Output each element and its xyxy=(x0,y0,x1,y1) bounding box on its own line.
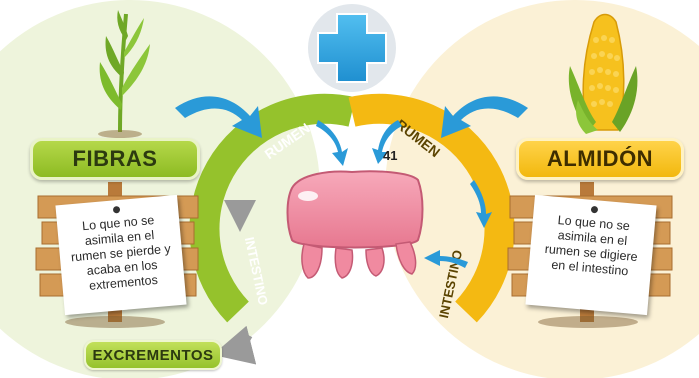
almidon-note: Lo que no se asimila en el rumen se digi… xyxy=(525,194,657,316)
intestine-right-arrow xyxy=(424,250,468,268)
stomach-icon xyxy=(286,170,424,279)
left-grey-arrow-bottom xyxy=(212,325,257,365)
medical-cross-icon xyxy=(308,4,396,92)
right-arc xyxy=(348,93,515,323)
rumen-right-arrow xyxy=(372,120,402,164)
left-blue-arrow xyxy=(175,96,262,138)
fibras-note-text: Lo que no se asimila en el rumen se pier… xyxy=(70,212,172,293)
pin-icon xyxy=(590,205,599,214)
rumen-left-arrow xyxy=(316,120,348,166)
corn-plant-icon xyxy=(98,10,150,138)
pin-icon xyxy=(112,205,121,214)
page-number: 41 xyxy=(383,148,398,163)
fibras-note: Lo que no se asimila en el rumen se pier… xyxy=(55,194,187,316)
excrementos-label: EXCREMENTOS xyxy=(84,340,222,370)
fibras-label: FIBRAS xyxy=(30,138,200,180)
corn-cob-icon xyxy=(568,13,638,134)
right-arc-down-arrow xyxy=(470,180,492,228)
almidon-note-text: Lo que no se asimila en el rumen se digi… xyxy=(544,212,639,279)
left-arc xyxy=(189,93,356,323)
right-blue-arrow xyxy=(441,96,528,138)
almidon-label: ALMIDÓN xyxy=(516,138,684,180)
